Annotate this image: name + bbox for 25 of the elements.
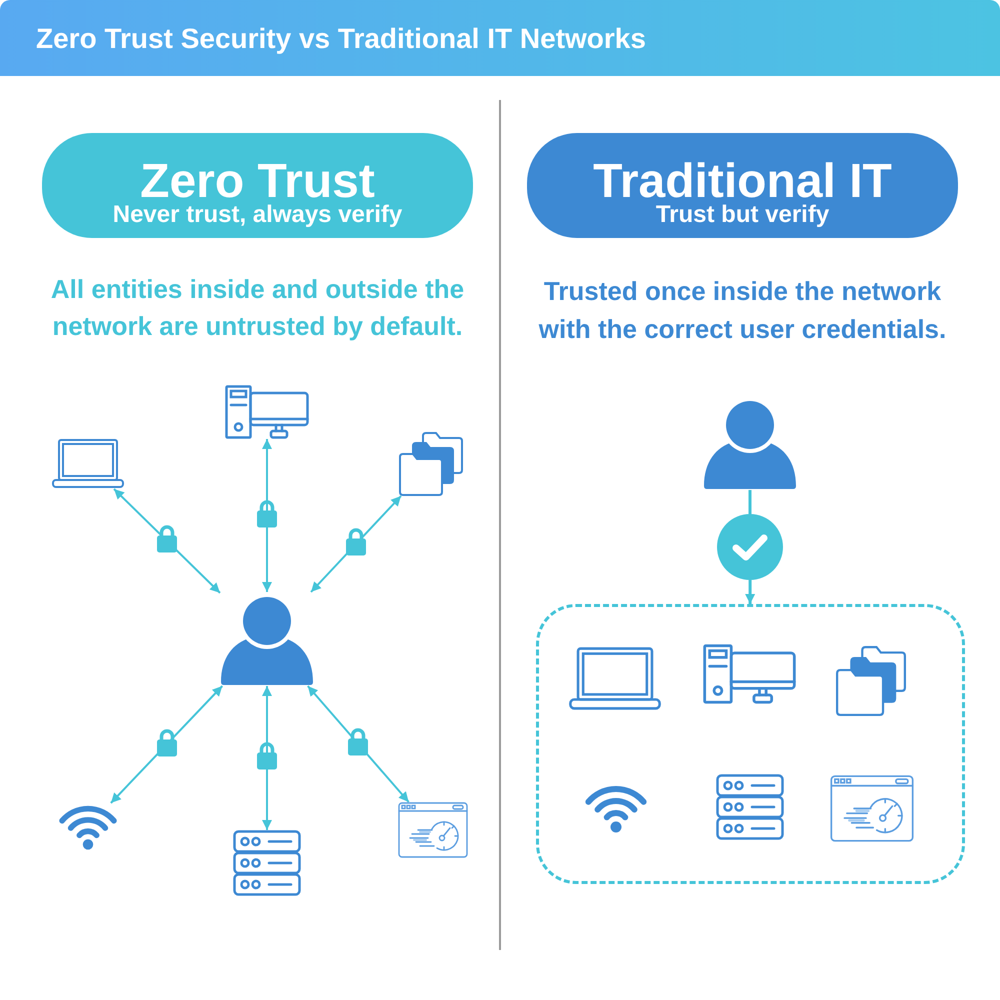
double-arrow	[262, 439, 272, 592]
dashed-frame	[536, 604, 965, 884]
desktop-computer-icon	[225, 385, 309, 439]
arrow	[745, 580, 756, 604]
title: Zero Trust Security vs Traditional IT Networks	[36, 22, 646, 56]
server-icon	[716, 774, 784, 840]
server-icon	[233, 830, 301, 896]
banner-subtitle: Trust but verify	[654, 201, 830, 229]
double-arrow	[307, 685, 410, 803]
double-arrow	[110, 685, 224, 804]
browser-gauge-icon	[398, 802, 468, 858]
double-arrow	[262, 686, 272, 830]
desktop-computer-icon	[703, 644, 796, 704]
double-arrow	[310, 495, 402, 593]
folders-icon	[399, 432, 463, 496]
double-arrow	[113, 488, 221, 594]
description: All entities inside and outside the network are untrusted by default.	[50, 273, 466, 343]
banner-subtitle: Never trust, always verify	[112, 201, 404, 229]
browser-gauge-icon	[830, 775, 914, 842]
connector-line	[748, 490, 752, 514]
folders-icon	[836, 646, 906, 716]
check-circle-icon	[717, 514, 783, 580]
laptop-icon	[52, 438, 124, 489]
description: Trusted once inside the network with the correct user credentials.	[538, 275, 948, 346]
laptop-icon	[569, 646, 661, 711]
